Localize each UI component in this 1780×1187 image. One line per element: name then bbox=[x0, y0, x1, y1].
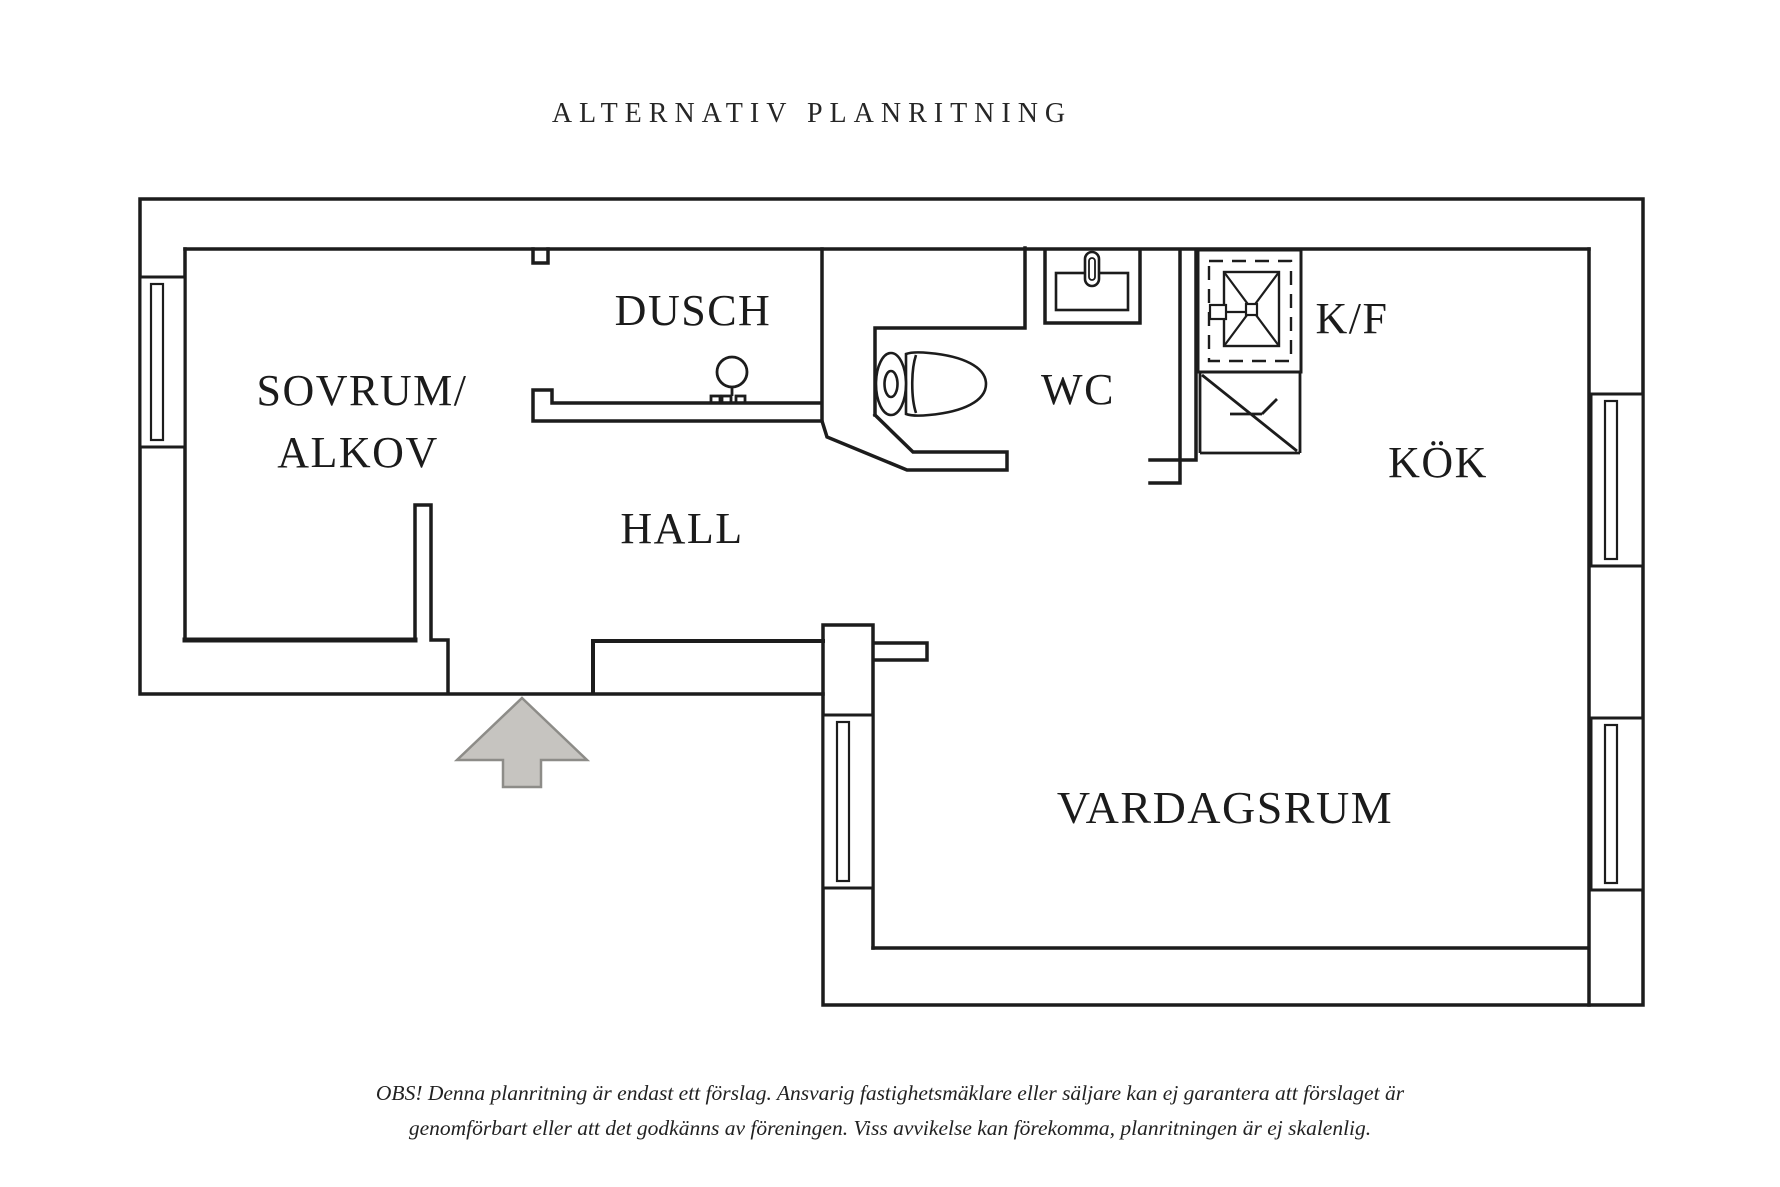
wash-basin-icon bbox=[1054, 250, 1130, 312]
toilet-icon bbox=[874, 351, 988, 417]
window-left-icon bbox=[138, 275, 187, 449]
room-label-kf: K/F bbox=[1316, 294, 1389, 343]
window-kitchen-right-icon bbox=[1589, 392, 1645, 568]
room-label-hall: HALL bbox=[620, 504, 743, 553]
top-wall-notch bbox=[531, 247, 550, 265]
disclaimer: OBS! Denna planritning är endast ett för… bbox=[0, 1076, 1780, 1146]
wc-right-wall bbox=[1148, 248, 1198, 485]
fridge-freezer-icon bbox=[1196, 248, 1303, 374]
outer-wall bbox=[138, 197, 1645, 1007]
disclaimer-line1: OBS! Denna planritning är endast ett för… bbox=[375, 1081, 1405, 1105]
page-title: ALTERNATIV PLANRITNING bbox=[551, 98, 1073, 129]
livingroom-left-wall bbox=[821, 623, 929, 950]
window-livingroom-left-icon bbox=[821, 713, 875, 890]
room-label-kok: KÖK bbox=[1388, 438, 1488, 487]
room-label-vardagsrum: VARDAGSRUM bbox=[1057, 782, 1393, 833]
walls bbox=[138, 197, 1645, 1007]
windows bbox=[138, 275, 1645, 892]
window-livingroom-right-icon bbox=[1589, 716, 1645, 892]
shower-head-icon bbox=[709, 355, 749, 405]
room-label-dusch: DUSCH bbox=[615, 286, 772, 335]
door-swing-icon bbox=[1198, 372, 1302, 455]
entrance-arrow-icon bbox=[453, 696, 591, 789]
shower-room-walls bbox=[531, 247, 824, 423]
room-label-wc: WC bbox=[1041, 365, 1115, 414]
wc-back-wall bbox=[873, 246, 1027, 417]
livingroom-inner-walls bbox=[871, 247, 1591, 1007]
hall-bottom-wall bbox=[591, 639, 825, 695]
room-label-sovrum-line1: SOVRUM/ bbox=[257, 366, 468, 415]
disclaimer-line2: genomförbart eller att det godkänns av f… bbox=[408, 1116, 1372, 1140]
room-label-sovrum-line2: ALKOV bbox=[277, 428, 438, 477]
bedroom-hall-partition bbox=[413, 503, 450, 695]
wc-chamfer-wall bbox=[819, 412, 1009, 472]
sink-alcove-wall bbox=[1043, 248, 1142, 325]
